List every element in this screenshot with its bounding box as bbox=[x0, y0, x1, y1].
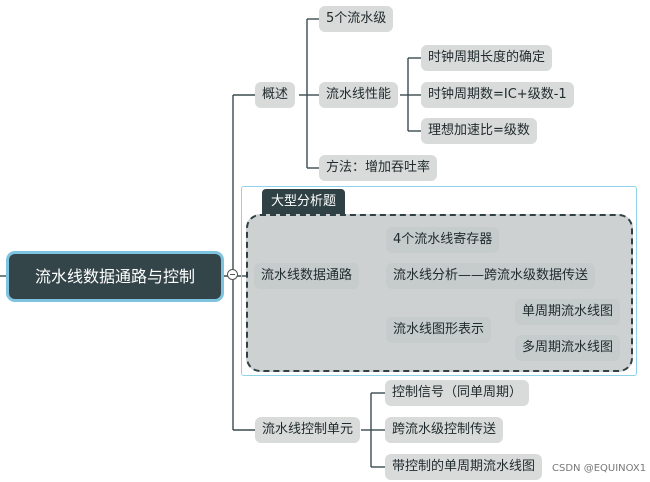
topic-pipeline-datapath[interactable]: 流水线数据通路 bbox=[254, 263, 360, 289]
topic-clock-cycle-length[interactable]: 时钟周期长度的确定 bbox=[421, 45, 553, 71]
topic-overview[interactable]: 概述 bbox=[255, 82, 296, 108]
analysis-highlight-frame bbox=[241, 186, 637, 376]
collapse-toggle-icon[interactable] bbox=[227, 269, 238, 280]
topic-ideal-speedup[interactable]: 理想加速比=级数 bbox=[421, 118, 537, 144]
topic-single-cycle-diagram[interactable]: 单周期流水线图 bbox=[515, 299, 621, 325]
topic-cross-stage-control[interactable]: 跨流水级控制传送 bbox=[385, 417, 504, 443]
watermark: CSDN @EQUINOX1 bbox=[552, 463, 647, 474]
boundary-tag: 大型分析题 bbox=[262, 189, 346, 214]
topic-controlled-single-cycle-diagram[interactable]: 带控制的单周期流水线图 bbox=[385, 454, 543, 480]
topic-four-registers[interactable]: 4个流水线寄存器 bbox=[386, 227, 500, 253]
topic-pipeline-control-unit[interactable]: 流水线控制单元 bbox=[255, 417, 361, 443]
topic-five-stages[interactable]: 5个流水级 bbox=[319, 6, 394, 32]
topic-method-throughput[interactable]: 方法：增加吞吐率 bbox=[319, 155, 438, 181]
topic-clock-cycle-count[interactable]: 时钟周期数=IC+级数-1 bbox=[421, 82, 574, 108]
topic-control-signals[interactable]: 控制信号（同单周期） bbox=[385, 380, 530, 406]
topic-multi-cycle-diagram[interactable]: 多周期流水线图 bbox=[515, 335, 621, 361]
topic-pipeline-analysis[interactable]: 流水线分析——跨流水级数据传送 bbox=[386, 263, 596, 289]
root-topic[interactable]: 流水线数据通路与控制 bbox=[9, 254, 221, 299]
topic-pipeline-performance[interactable]: 流水线性能 bbox=[319, 82, 399, 108]
topic-graphic-representation[interactable]: 流水线图形表示 bbox=[386, 317, 492, 343]
